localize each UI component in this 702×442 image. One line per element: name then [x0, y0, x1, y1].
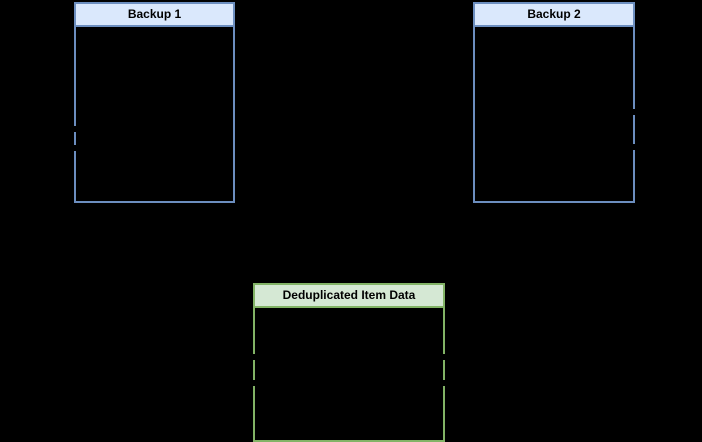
node-backup-1-title: Backup 1	[76, 4, 233, 27]
node-deduplicated-item-data[interactable]: Deduplicated Item Data	[253, 283, 445, 442]
row-divider-notch	[74, 145, 76, 151]
node-backup-1[interactable]: Backup 1	[74, 2, 235, 203]
node-backup-2[interactable]: Backup 2	[473, 2, 635, 203]
node-deduplicated-item-data-title: Deduplicated Item Data	[255, 285, 443, 308]
row-divider-notch	[633, 109, 635, 115]
row-divider-notch	[253, 354, 255, 360]
row-divider-notch	[443, 354, 445, 360]
row-divider-notch	[253, 380, 255, 386]
row-divider-notch	[633, 144, 635, 150]
row-divider-notch	[74, 126, 76, 132]
node-backup-2-title: Backup 2	[475, 4, 633, 27]
node-backup-1-body	[74, 27, 233, 201]
row-divider-notch	[443, 380, 445, 386]
node-deduplicated-item-data-body	[253, 308, 445, 440]
node-backup-2-body	[475, 27, 635, 201]
